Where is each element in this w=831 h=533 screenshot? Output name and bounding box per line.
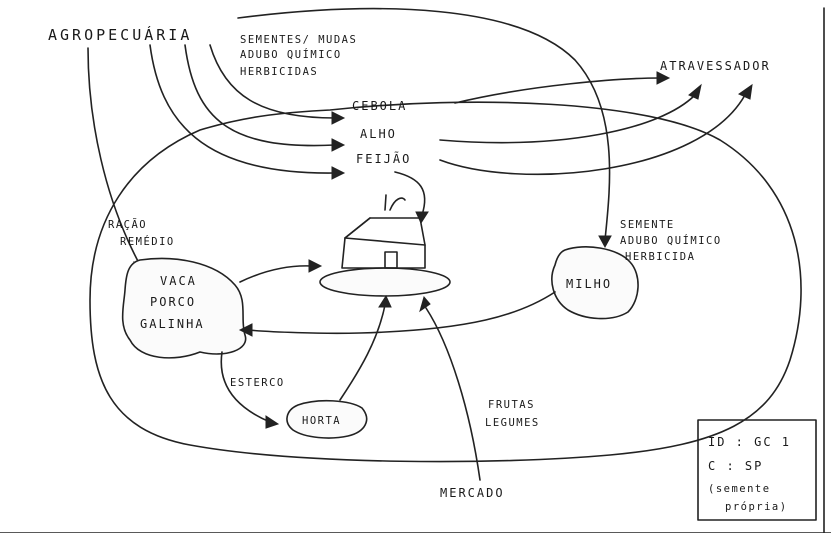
label-inputs-1: SEMENTES/ MUDAS [240, 34, 357, 46]
arrow-agro-to-milho [237, 7, 611, 241]
arrowhead-atravessador-1 [656, 71, 671, 85]
arrowhead-horta [265, 415, 280, 429]
label-cebola: CEBOLA [352, 99, 407, 113]
arrow-agro-to-cebola [209, 44, 336, 119]
label-racao: RAÇÃO [108, 218, 147, 231]
arrowhead-atravessador-3 [737, 83, 753, 100]
horta-blob [286, 399, 368, 439]
label-mercado: MERCADO [440, 486, 505, 500]
arrow-cebola-to-atravessador [454, 77, 661, 104]
label-feijao: FEIJÃO [356, 151, 411, 166]
label-inputs-3: HERBICIDAS [240, 66, 318, 78]
legend-id-line: ID : GC 1 [708, 435, 791, 449]
arrowhead-house-left [308, 259, 323, 273]
legend-c-line: C : SP [708, 459, 763, 473]
arrowhead-atravessador-2 [688, 83, 702, 100]
arrowhead-animals [238, 323, 253, 337]
arrow-feijao-to-house [394, 171, 426, 216]
label-milho-inputs-3: HERBICIDA [625, 251, 695, 263]
arrowhead-milho-inputs [598, 235, 612, 249]
label-milho-inputs-2: ADUBO QUÍMICO [620, 234, 722, 247]
arrowhead-house-bottom-1 [378, 294, 392, 308]
label-remedio: REMÉDIO [120, 235, 175, 248]
arrow-animals-to-horta [220, 351, 271, 423]
label-esterco: ESTERCO [230, 377, 285, 389]
arrow-agro-to-alho [184, 44, 336, 147]
legend-box [697, 419, 817, 521]
label-vaca: VACA [160, 274, 197, 288]
house-icon [319, 194, 451, 297]
arrow-animals-to-house [239, 265, 313, 283]
label-frutas: FRUTAS [488, 399, 535, 411]
arrow-horta-to-house [339, 304, 386, 401]
legend-note-1: (semente [708, 483, 771, 495]
arrow-agro-to-feijao [149, 44, 336, 174]
label-galinha: GALINHA [140, 317, 205, 331]
arrowhead-house-bottom-2 [419, 295, 431, 313]
arrow-alho-to-atravessador [439, 94, 696, 144]
arrow-feijao-to-atravessador [439, 94, 746, 176]
property-boundary [89, 101, 802, 463]
label-milho: MILHO [566, 277, 612, 291]
label-horta: HORTA [302, 415, 341, 427]
arrowhead-feijao [331, 166, 346, 180]
label-agropecuaria: AGROPECUÁRIA [48, 25, 192, 44]
label-atravessador: ATRAVESSADOR [660, 59, 771, 73]
label-milho-inputs-1: SEMENTE [620, 219, 675, 231]
animals-blob [121, 257, 247, 359]
arrow-mercado-to-house [425, 307, 481, 481]
arrow-agro-to-racao [87, 47, 141, 266]
legend-note-2: própria) [725, 501, 788, 513]
label-legumes: LEGUMES [485, 417, 540, 429]
label-alho: ALHO [360, 127, 397, 141]
arrow-milho-to-animals [247, 291, 556, 335]
milho-blob [551, 246, 639, 320]
arrowhead-cebola [331, 111, 346, 125]
arrowhead-alho [331, 138, 346, 152]
label-inputs-2: ADUBO QUÍMICO [240, 48, 342, 61]
label-porco: PORCO [150, 295, 196, 309]
